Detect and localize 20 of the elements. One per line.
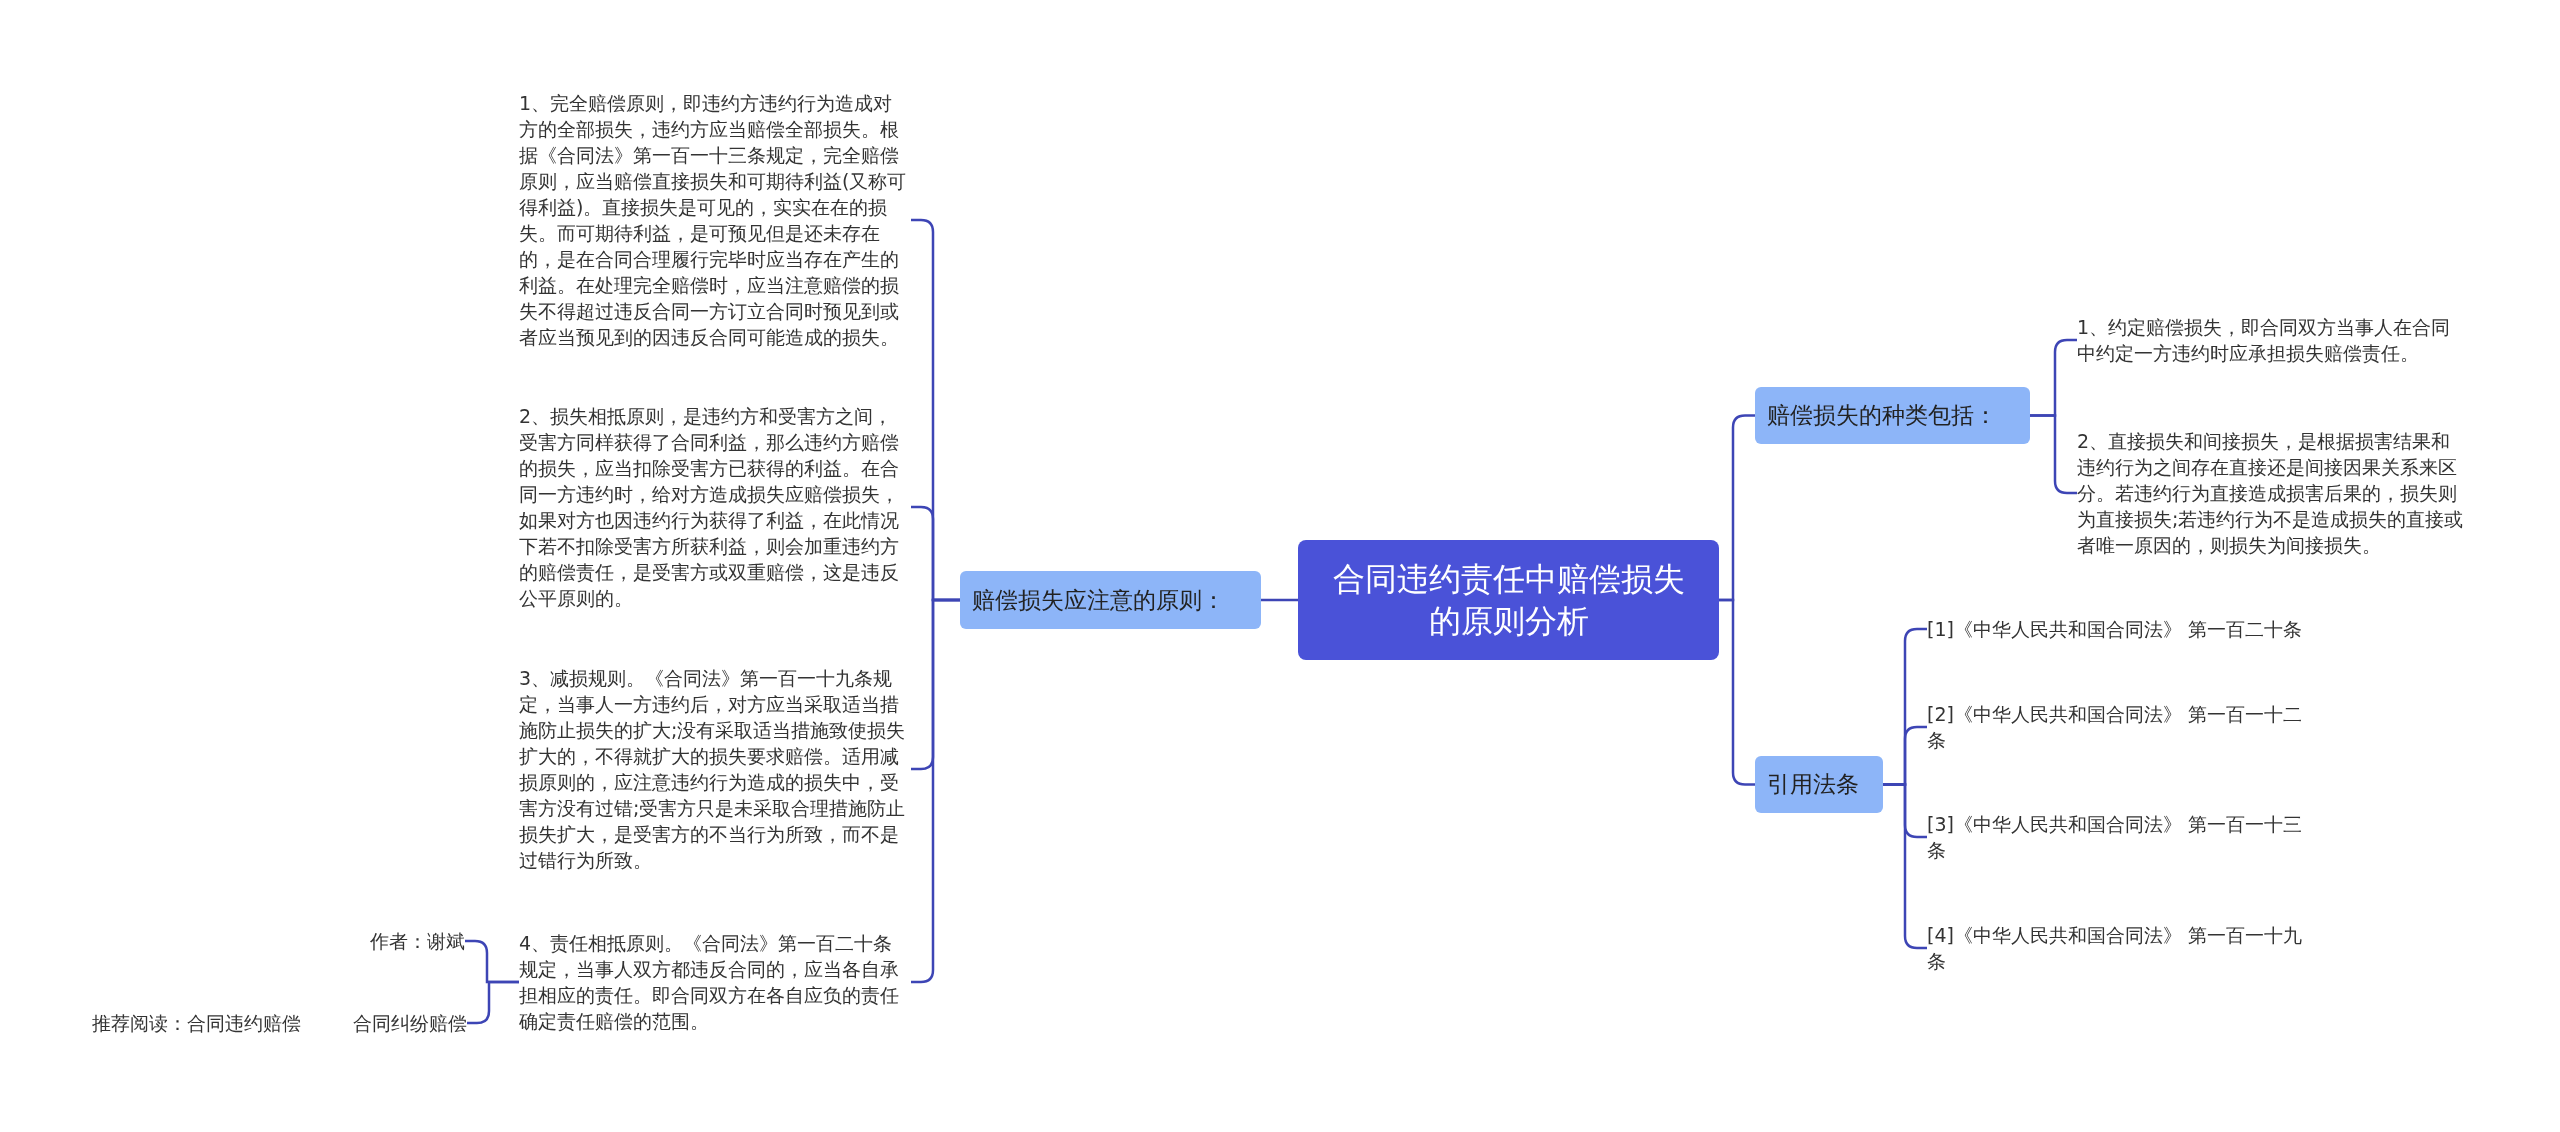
topic-text: [4]《中华人民共和国合同法》 第一百一十九条 <box>1927 922 2312 974</box>
topic-text: 3、减损规则。《合同法》第一百一十九条规定，当事人一方违约后，对方应当采取适当措施防止损失的扩大;没有采取适当措施致使损失扩大的，不得就扩大的损失要求赔偿。适用减损原则的，应注意违约行为造成的损失中，受害方没有过错;受害方只是未采取合理措施防止损失扩大，是受害方的不当行为所致，而不是过错行为所致。 <box>519 665 911 873</box>
topic-text: 4、责任相抵原则。《合同法》第一百二十条规定，当事人双方都违反合同的，应当各自承担相应的责任。即合同双方在各自应负的责任确定责任赔偿的范围。 <box>519 930 911 1034</box>
topic-text: [1]《中华人民共和国合同法》 第一百二十条 <box>1927 616 2312 642</box>
topic-box: 赔偿损失的种类包括： <box>1755 387 2030 444</box>
topic-text: [3]《中华人民共和国合同法》 第一百一十三条 <box>1927 811 2312 863</box>
topic-text: 合同纠纷赔偿 <box>353 1010 467 1036</box>
topic-text: 1、约定赔偿损失，即合同双方当事人在合同中约定一方违约时应承担损失赔偿责任。 <box>2077 314 2469 366</box>
topic-text: 2、损失相抵原则，是违约方和受害方之间，受害方同样获得了合同利益，那么违约方赔偿的损失，应当扣除受害方已获得的利益。在合同一方违约时，给对方造成损失应赔偿损失，如果对方也因违约行为获得了利益，在此情况下若不扣除受害方所获利益，则会加重违约方的赔偿责任，是受害方或双重赔偿，这是违反公平原则的。 <box>519 403 911 611</box>
topic-box: 引用法条 <box>1755 756 1883 813</box>
reading-note: 推荐阅读：合同违约赔偿 <box>92 1011 301 1036</box>
central-topic: 合同违约责任中赔偿损失的原则分析 <box>1298 540 1719 660</box>
topic-text: 作者：谢斌 <box>370 928 465 954</box>
topic-text: 1、完全赔偿原则，即违约方违约行为造成对方的全部损失，违约方应当赔偿全部损失。根据《合同法》第一百一十三条规定，完全赔偿原则，应当赔偿直接损失和可期待利益(又称可得利益)。直接损失是可见的，实实在在的损失。而可期待利益，是可预见但是还未存在的，是在合同合理履行完毕时应当存在产生的利益。在处理完全赔偿时，应当注意赔偿的损失不得超过违反合同一方订立合同时预见到或者应当预见到的因违反合同可能造成的损失。 <box>519 90 911 350</box>
topic-text: [2]《中华人民共和国合同法》 第一百一十二条 <box>1927 701 2312 753</box>
connector-line <box>1261 598 1298 602</box>
connector-line <box>1719 598 1755 786</box>
connector-line <box>467 980 519 1025</box>
topic-box: 赔偿损失应注意的原则： <box>960 571 1261 629</box>
topic-text: 2、直接损失和间接损失，是根据损害结果和违约行为之间存在直接还是间接因果关系来区分。若违约行为直接造成损害后果的，损失则为直接损失;若违约行为不是造成损失的直接或者唯一原因的，则损失为间接损失。 <box>2077 428 2469 558</box>
